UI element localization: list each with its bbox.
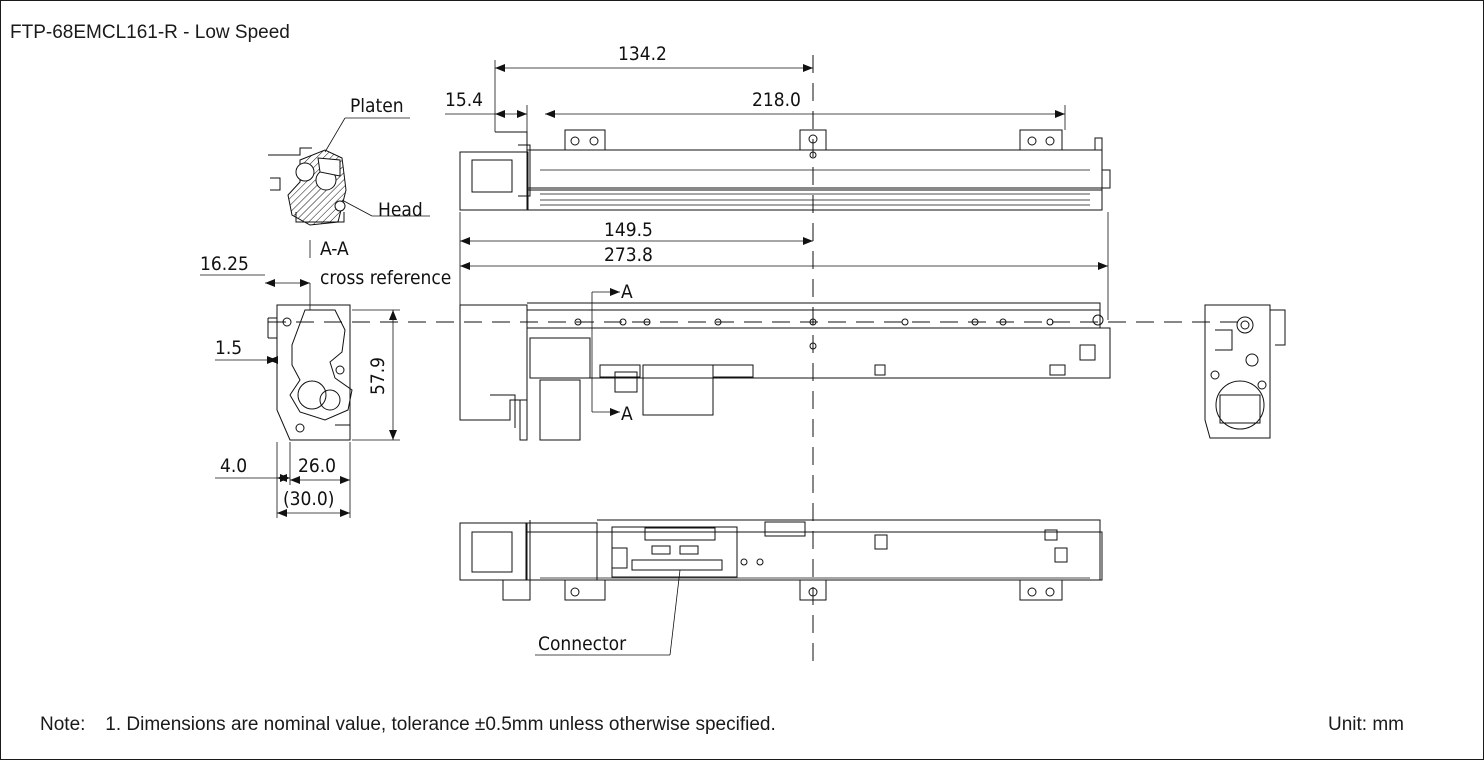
- dim-15-4: 15.4: [445, 89, 483, 111]
- label-section-aa: A-A: [320, 238, 349, 260]
- label-cross-reference: cross reference: [320, 267, 451, 289]
- dim-273-8: 273.8: [604, 244, 653, 266]
- left-side-view: [267, 304, 353, 441]
- left-side-dimensions: 16.25 1.5 57.9 4.0 26.0 (30.0): [200, 253, 400, 518]
- dim-218-0: 218.0: [752, 89, 801, 111]
- bottom-view: Connector: [459, 519, 1103, 656]
- section-aa: Platen Head A-A cross reference: [268, 95, 451, 289]
- label-head: Head: [378, 199, 423, 221]
- dim-1-5: 1.5: [215, 337, 242, 359]
- top-view: [459, 129, 1111, 211]
- dim-30-0: (30.0): [283, 488, 334, 510]
- dim-57-9: 57.9: [367, 357, 389, 395]
- center-lines: [268, 55, 1240, 668]
- dim-16-25: 16.25: [200, 253, 249, 275]
- unit-label: Unit: mm: [1328, 714, 1404, 735]
- note-text: 1. Dimensions are nominal value, toleran…: [105, 714, 776, 735]
- note-label: Note:: [40, 714, 86, 735]
- dim-26-0: 26.0: [298, 455, 336, 477]
- dim-4-0: 4.0: [220, 455, 247, 477]
- middle-view: A A: [459, 281, 1111, 441]
- label-platen: Platen: [350, 95, 404, 117]
- drawing-note: Note: 1. Dimensions are nominal value, t…: [40, 714, 776, 736]
- section-mark-a-bottom: A: [621, 403, 633, 425]
- drawing-title: FTP-68EMCL161-R - Low Speed: [10, 22, 290, 43]
- top-view-dimensions: 134.2 218.0 15.4 149.5 273.8: [445, 43, 1109, 320]
- dim-149-5: 149.5: [604, 219, 653, 241]
- label-connector: Connector: [538, 633, 627, 655]
- section-mark-a-top: A: [621, 281, 633, 303]
- dim-134-2: 134.2: [618, 43, 667, 65]
- right-side-view: [1204, 304, 1286, 439]
